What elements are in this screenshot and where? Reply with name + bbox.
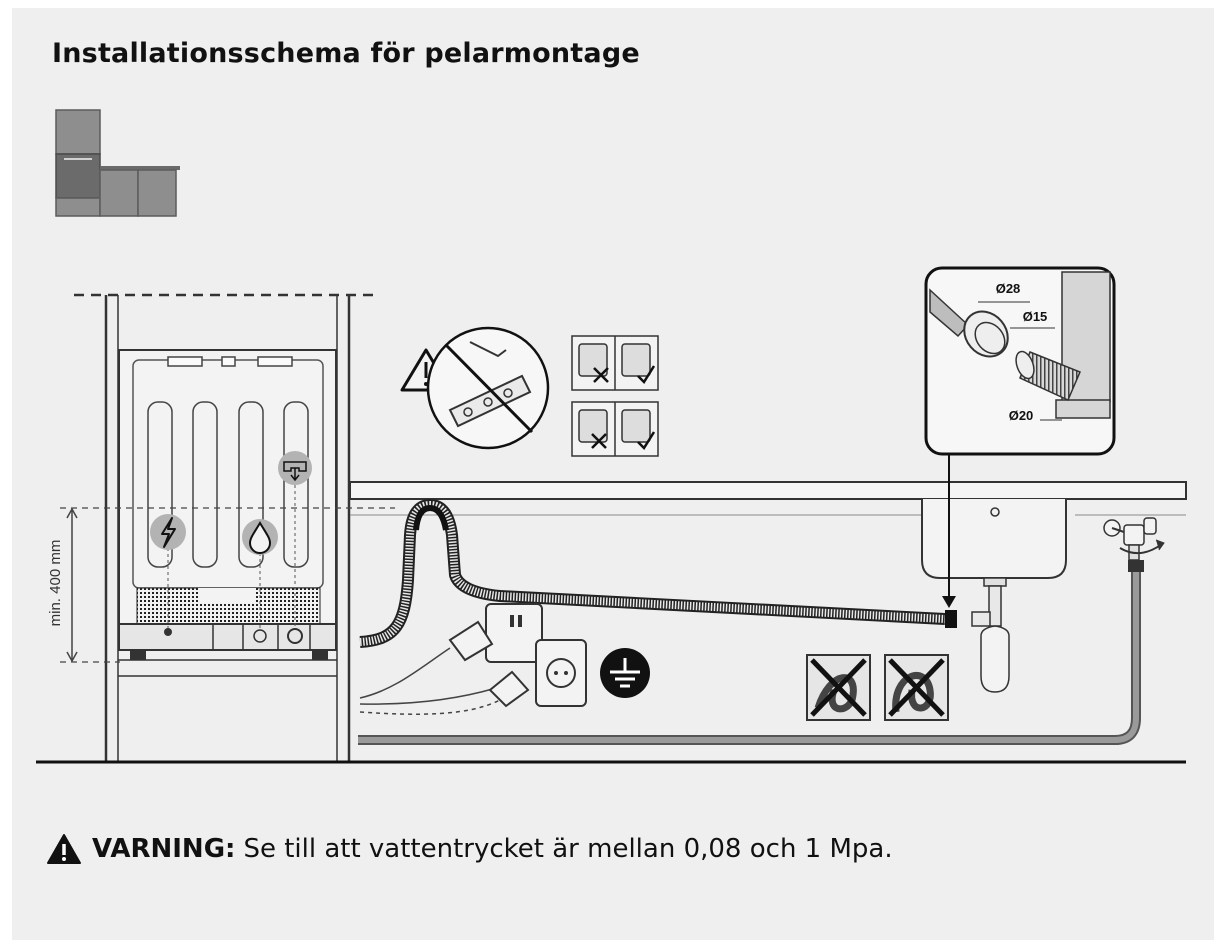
diameter-15-label: Ø15 [1023, 309, 1048, 324]
dimension-label: min. 400 mm [47, 540, 64, 627]
warning-label: VARNING: [92, 834, 236, 864]
warning-triangle-icon [47, 834, 81, 864]
ground-symbol-icon [600, 648, 650, 698]
drain-hose [359, 455, 957, 648]
dishwasher [118, 349, 337, 660]
socket-check-icon [571, 335, 659, 457]
column-cabinet-icon [55, 109, 180, 217]
drain-icon [278, 451, 312, 485]
inlet-hose [358, 560, 1144, 745]
pipe-diameter-inset: Ø28 Ø15 Ø20 [924, 266, 1116, 456]
page-title: Installationsschema för pelarmontage [52, 38, 640, 69]
electric-icon [150, 514, 186, 550]
diameter-20-label: Ø20 [1009, 408, 1034, 423]
no-power-strip-icon [426, 326, 550, 450]
warning-text: Se till att vattentrycket är mellan 0,08… [243, 834, 893, 864]
socket-icon [448, 603, 587, 708]
no-kink-hose-icon [806, 654, 949, 721]
water-drop-icon [242, 519, 278, 555]
sink [921, 499, 1067, 693]
water-tap-icon [1103, 517, 1165, 561]
warning-line: VARNING: Se till att vattentrycket är me… [46, 833, 893, 865]
height-dimension [60, 507, 395, 663]
diameter-28-label: Ø28 [996, 281, 1021, 296]
power-cord [359, 647, 501, 715]
